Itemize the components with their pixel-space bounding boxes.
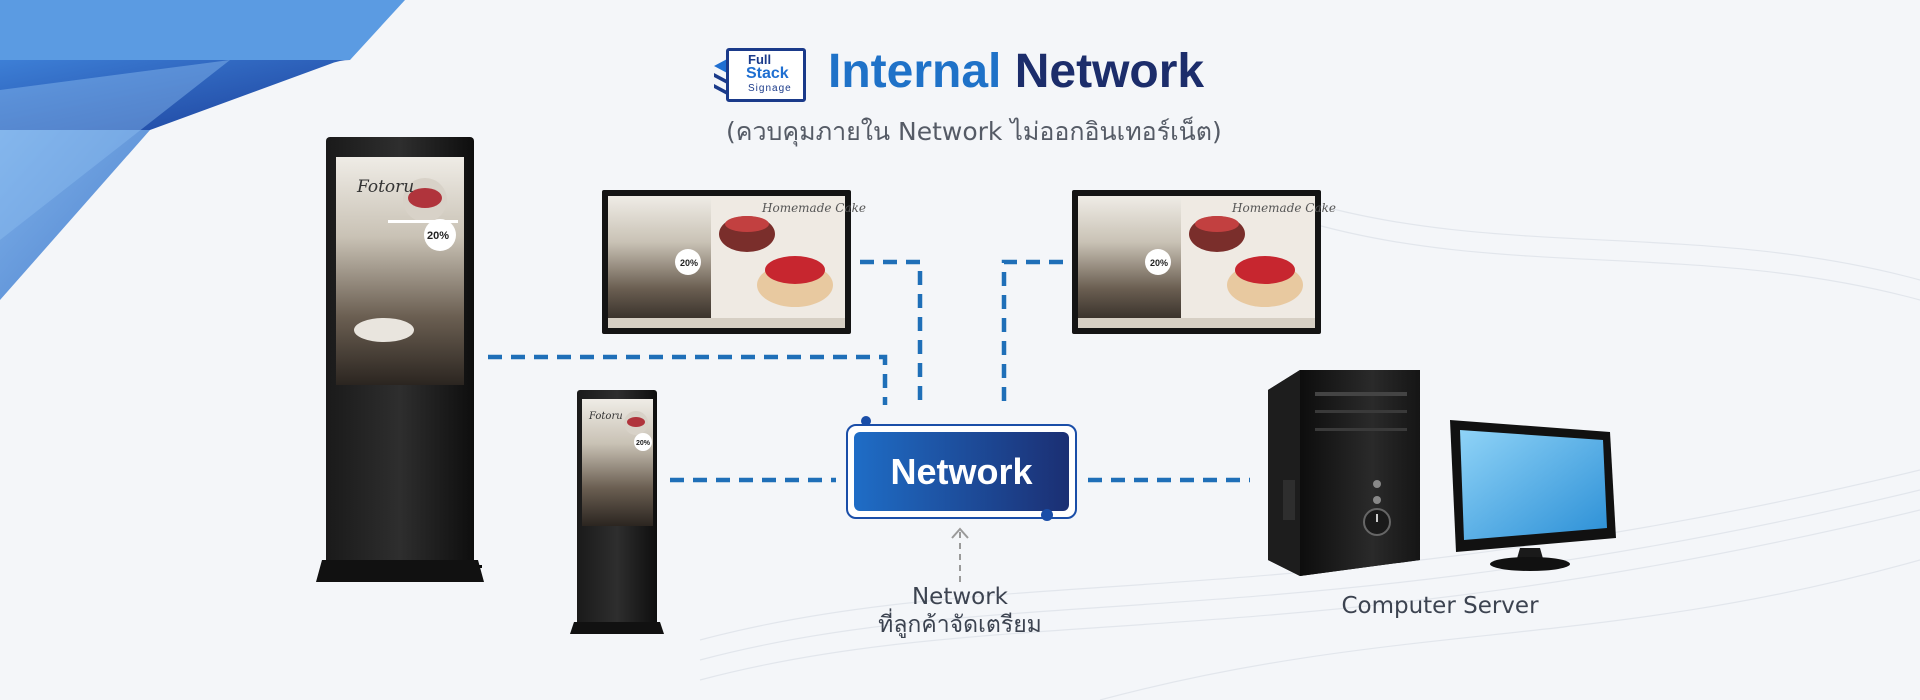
svg-text:Fotoru: Fotoru <box>356 177 414 197</box>
logo-line2: Stack <box>746 65 789 82</box>
logo-frame <box>726 48 806 102</box>
server-caption: Computer Server <box>1341 593 1539 619</box>
network-hub-inner: Network <box>854 432 1069 511</box>
hub-dot-bottom-right <box>1041 509 1053 521</box>
svg-text:20%: 20% <box>427 230 449 242</box>
background-swoosh <box>0 0 405 300</box>
kiosk-icon-small: Fotoru 20% <box>570 390 664 634</box>
monitor-icon-right: 20% Homemade Cake <box>1072 190 1336 334</box>
customer-network-line1: Network <box>911 584 1009 610</box>
network-hub-label: Network <box>890 450 1033 492</box>
svg-text:Homemade Cake: Homemade Cake <box>1231 201 1336 215</box>
hub-dot-top-left <box>861 416 871 426</box>
server-tower-icon <box>1268 370 1420 576</box>
logo-line3: Signage <box>748 83 792 94</box>
link-top-left-display <box>860 259 923 405</box>
customer-network-line2: ที่ลูกค้าจัดเตรียม <box>878 612 1042 638</box>
link-large-kiosk <box>488 354 888 405</box>
connection-lines <box>488 259 1250 483</box>
arrow-up-icon <box>951 527 969 582</box>
svg-text:20%: 20% <box>1150 258 1168 268</box>
svg-text:20%: 20% <box>680 258 698 268</box>
svg-text:Fotoru: Fotoru <box>588 411 623 422</box>
page-subtitle: (ควบคุมภายใน Network ไม่ออกอินเทอร์เน็ต) <box>726 117 1222 146</box>
title-part2: Network <box>1014 45 1205 98</box>
customer-network-caption: Network ที่ลูกค้าจัดเตรียม <box>860 583 1060 639</box>
desktop-monitor-icon <box>1450 420 1616 571</box>
network-hub: Network <box>846 424 1077 519</box>
logo-line1: Full <box>748 52 772 67</box>
svg-text:20%: 20% <box>636 440 651 447</box>
page-title: Internal Network <box>828 44 1204 99</box>
brand-logo: Full Stack Signage <box>712 48 806 102</box>
link-top-right-display <box>1001 259 1063 405</box>
title-part1: Internal <box>828 45 1002 98</box>
svg-text:Homemade Cake: Homemade Cake <box>761 201 866 215</box>
monitor-icon-left: 20% Homemade Cake <box>602 190 866 334</box>
kiosk-icon: Fotoru 20% <box>316 137 484 582</box>
